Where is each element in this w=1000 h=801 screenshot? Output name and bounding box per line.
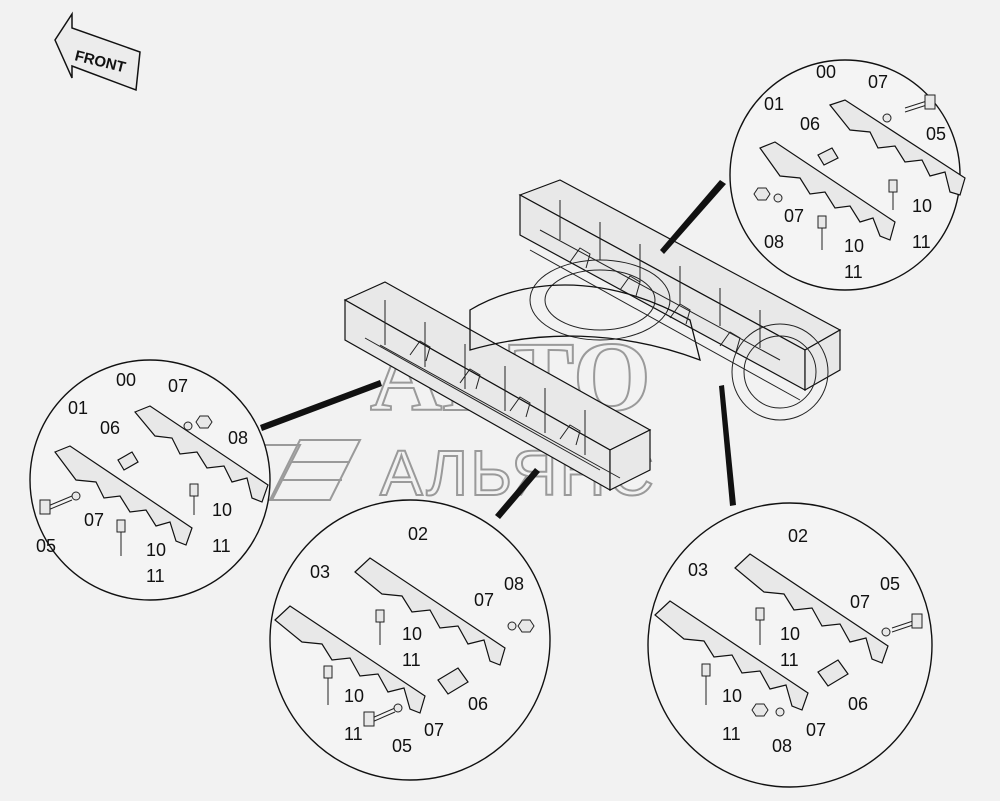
callout-label: 11 [212,536,231,556]
detail-circle-top-right: 00 07 01 06 05 10 07 11 08 10 11 [729,59,966,291]
callout-label: 06 [468,694,488,714]
track-frame-assembly [343,179,842,492]
callout-label: 07 [474,590,494,610]
callout-label: 06 [848,694,868,714]
callout-label: 02 [788,526,808,546]
callout-label: 06 [800,114,820,134]
callout-label: 11 [146,566,165,586]
callout-label: 05 [392,736,412,756]
callout-label: 05 [36,536,56,556]
callout-label: 00 [116,370,136,390]
callout-label: 11 [722,724,741,744]
callout-label: 10 [844,236,864,256]
callout-label: 08 [764,232,784,252]
callout-label: 11 [344,724,363,744]
front-arrow-icon: FRONT [54,11,141,92]
callout-label: 07 [806,720,826,740]
callout-label: 01 [68,398,88,418]
callout-label: 03 [310,562,330,582]
callout-label: 10 [402,624,422,644]
callout-label: 07 [850,592,870,612]
callout-label: 02 [408,524,428,544]
callout-label: 10 [146,540,166,560]
callout-label: 06 [100,418,120,438]
callout-label: 10 [722,686,742,706]
callout-label: 10 [344,686,364,706]
callout-label: 08 [228,428,248,448]
callout-label: 10 [212,500,232,520]
callout-label: 11 [780,650,799,670]
callout-label: 07 [168,376,188,396]
detail-circle-bottom-right: 02 03 05 07 10 11 10 06 11 08 07 [647,502,933,788]
detail-circle-left: 00 07 01 06 08 10 07 05 11 10 11 [29,359,271,601]
callout-label: 08 [504,574,524,594]
leader-lines [260,180,736,519]
callout-label: 11 [844,262,863,282]
callout-label: 01 [764,94,784,114]
detail-circle-bottom-center: 02 03 08 07 10 11 10 06 11 05 07 [269,499,551,781]
callout-label: 07 [784,206,804,226]
callout-label: 07 [84,510,104,530]
callout-label: 10 [780,624,800,644]
callout-label: 05 [880,574,900,594]
callout-label: 03 [688,560,708,580]
callout-label: 05 [926,124,946,144]
callout-label: 07 [868,72,888,92]
callout-label: 11 [402,650,421,670]
callout-label: 08 [772,736,792,756]
callout-label: 11 [912,232,931,252]
callout-label: 10 [912,196,932,216]
callout-label: 07 [424,720,444,740]
callout-label: 00 [816,62,836,82]
